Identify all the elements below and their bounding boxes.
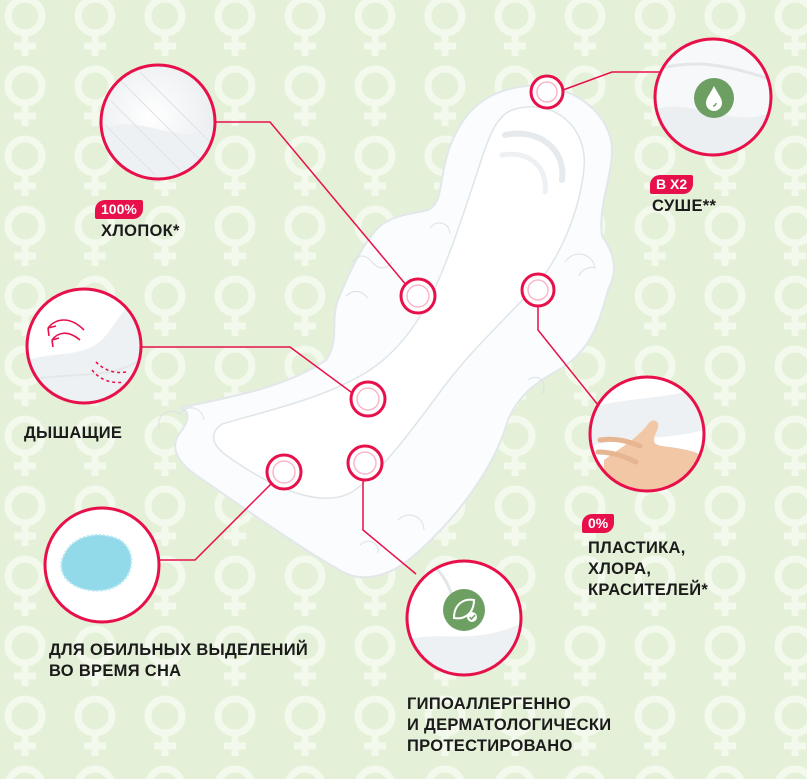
hypoallergenic-closeup	[405, 559, 523, 677]
dry-badge: В Х2	[650, 175, 694, 194]
breathable-label: ДЫШАЩИЕ	[24, 424, 123, 442]
heavy-flow-label: ДЛЯ ОБИЛЬНЫХ ВЫДЕЛЕНИЙ ВО ВРЕМЯ СНА	[49, 641, 309, 680]
cotton-label: ХЛОПОК*	[101, 222, 180, 240]
marker-dry	[529, 74, 565, 110]
cotton-texture-closeup	[99, 63, 217, 181]
dryness-closeup	[653, 37, 773, 157]
marker-heavy-flow	[265, 453, 303, 491]
hypoallergenic-label: ГИПОАЛЛЕРГЕННО И ДЕРМАТОЛОГИЧЕСКИ ПРОТЕС…	[407, 695, 612, 755]
airflow-arrows-icon	[47, 319, 127, 384]
marker-breathable	[349, 380, 387, 418]
marker-cotton	[399, 277, 437, 315]
cotton-badge: 100%	[95, 200, 143, 219]
hand-touch-closeup	[588, 375, 706, 493]
marker-no-plastic	[520, 272, 556, 308]
airflow-closeup	[25, 287, 143, 405]
no-plastic-badge: 0%	[582, 514, 615, 533]
dry-label: СУШЕ**	[652, 197, 717, 215]
marker-hypoallergenic	[346, 444, 384, 482]
absorbent-core-closeup	[43, 506, 161, 624]
no-plastic-label: ПЛАСТИКА, ХЛОРА, КРАСИТЕЛЕЙ*	[588, 539, 709, 599]
